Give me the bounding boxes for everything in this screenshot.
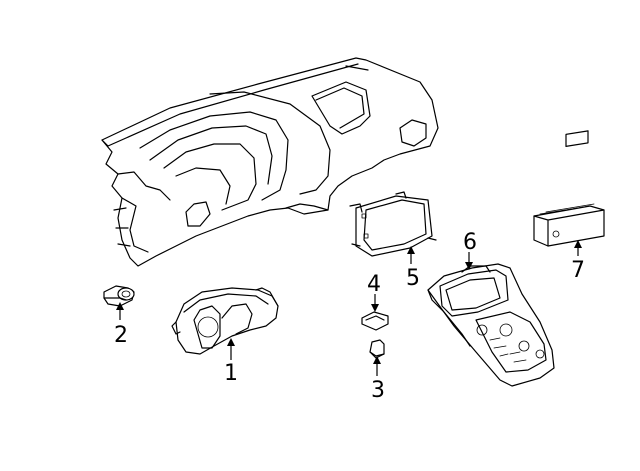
instrument-panel-drawing xyxy=(101,57,439,267)
clip-drawing xyxy=(361,311,389,331)
display-module-drawing xyxy=(349,191,437,257)
radio-control-panel-drawing xyxy=(427,263,555,387)
bulb-socket-drawing xyxy=(369,339,385,359)
callout-7: 7 xyxy=(571,258,585,283)
climate-control-module-drawing xyxy=(533,130,605,247)
callout-1: 1 xyxy=(224,361,238,386)
callout-2: 2 xyxy=(114,323,128,348)
callout-arrows xyxy=(116,240,582,376)
instrument-cluster-drawing xyxy=(171,287,279,355)
callout-3: 3 xyxy=(371,378,385,403)
sensor-drawing xyxy=(103,285,135,307)
callout-6: 6 xyxy=(463,230,477,255)
callout-5: 5 xyxy=(406,266,420,291)
callout-4: 4 xyxy=(367,272,381,297)
